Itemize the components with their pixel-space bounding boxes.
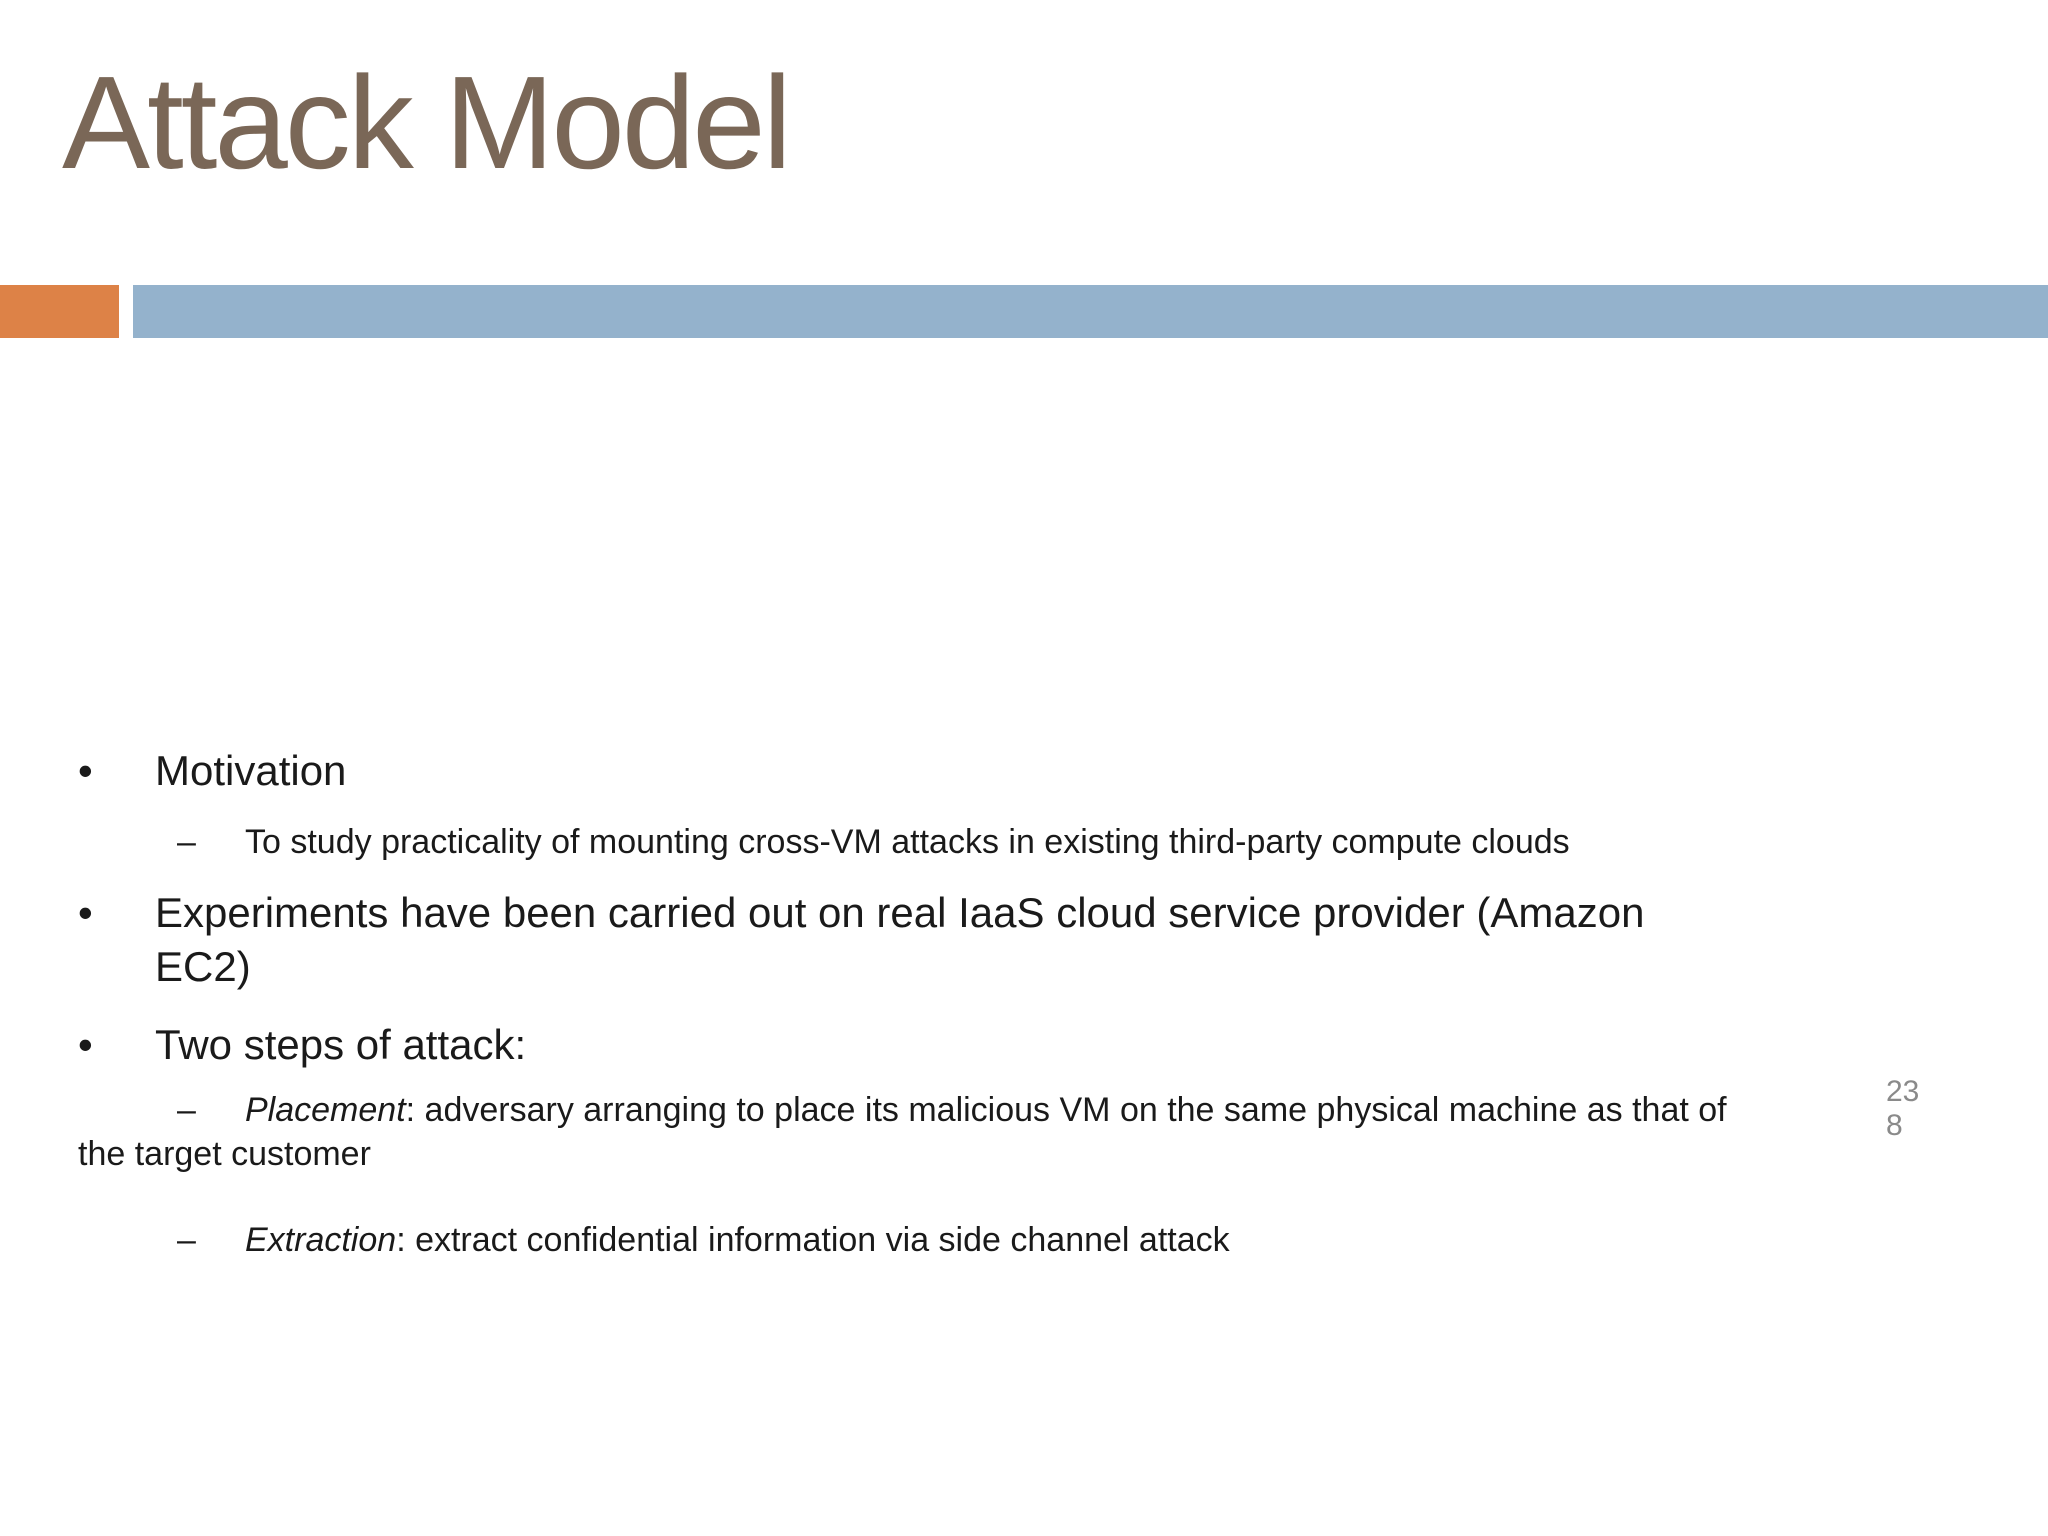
page-number-line2: 8: [1886, 1109, 1903, 1142]
accent-bar-orange: [0, 285, 119, 338]
dash-marker: –: [177, 823, 196, 861]
bullet-text: Motivation: [155, 747, 347, 794]
page-number: 23 8: [1886, 1075, 1919, 1143]
dash-marker: –: [177, 1091, 196, 1129]
bullet-text: Extraction: extract confidential informa…: [245, 1221, 1230, 1259]
bullet-dot-marker: •: [78, 1021, 93, 1068]
bullet-extraction: – Extraction: extract confidential infor…: [0, 1218, 1905, 1262]
bullet-list: • Motivation – To study practicality of …: [0, 744, 1905, 1262]
bullet-text-line2: EC2): [155, 943, 251, 990]
bullet-two-steps: • Two steps of attack:: [0, 1018, 1905, 1072]
bullet-text: To study practicality of mounting cross-…: [245, 823, 1570, 861]
bullet-text-line2: the target customer: [78, 1135, 371, 1173]
bullet-lead-italic: Extraction: [245, 1221, 397, 1259]
bullet-motivation-sub: – To study practicality of mounting cros…: [0, 820, 1905, 864]
bullet-text-line1: Placement: adversary arranging to place …: [0, 1088, 1905, 1132]
page-number-line1: 23: [1886, 1075, 1920, 1108]
accent-bar-blue: [133, 285, 2048, 338]
bullet-lead-italic: Placement: [245, 1091, 406, 1129]
dash-marker: –: [177, 1221, 196, 1259]
slide-title: Attack Model: [62, 49, 792, 196]
bullet-rest-text: : adversary arranging to place its malic…: [405, 1091, 1727, 1129]
bullet-dot-marker: •: [78, 747, 93, 794]
bullet-text: Two steps of attack:: [155, 1021, 527, 1068]
bullet-experiments: • Experiments have been carried out on r…: [0, 886, 1905, 994]
bullet-text-line1: Experiments have been carried out on rea…: [155, 889, 1645, 936]
bullet-motivation: • Motivation: [0, 744, 1905, 798]
bullet-placement: – Placement: adversary arranging to plac…: [0, 1088, 1905, 1176]
bullet-rest-text: : extract confidential information via s…: [396, 1221, 1230, 1259]
bullet-dot-marker: •: [78, 889, 93, 936]
